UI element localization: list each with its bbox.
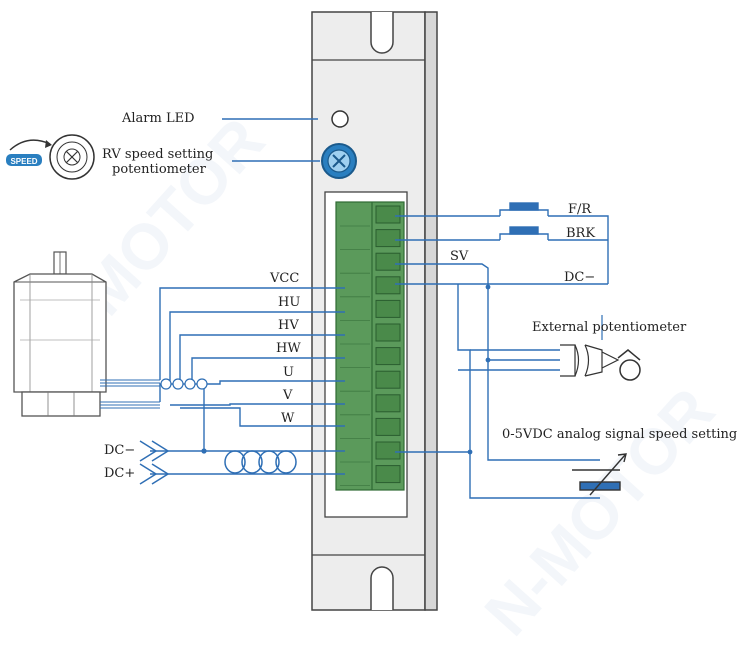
dc-plus-input-label: DC+ — [104, 466, 136, 481]
rv-label-line1: RV speed setting — [102, 147, 214, 162]
rv-potentiometer-knob — [321, 143, 357, 179]
terminal-cell — [375, 347, 401, 366]
hv-label: HV — [278, 318, 299, 333]
dc-input-wiring — [139, 440, 345, 485]
fr-switch — [499, 202, 549, 216]
analog-signal-label: 0-5VDC analog signal speed setting — [502, 427, 738, 442]
motor-wires — [159, 287, 345, 451]
driver-unit — [311, 11, 438, 611]
terminal-cell — [375, 323, 401, 342]
speed-icon-label: SPEED — [10, 157, 37, 166]
alarm-led — [331, 110, 349, 128]
analog-source-symbol — [572, 453, 627, 496]
external-pot-label: External potentiometer — [532, 320, 687, 335]
mounting-slot — [370, 566, 394, 610]
external-pot-cable — [560, 344, 620, 377]
motor — [13, 251, 160, 417]
hu-label: HU — [278, 295, 301, 310]
terminal-cell — [375, 205, 401, 224]
terminal-cell — [375, 299, 401, 318]
rv-label-line2: potentiometer — [112, 162, 206, 177]
terminal-cell — [375, 370, 401, 389]
hw-label: HW — [276, 341, 301, 356]
wire-crossovers — [160, 378, 208, 390]
w-label: W — [281, 411, 295, 426]
terminal-cells — [340, 205, 401, 487]
wiring-diagram: SPEED — [6, 11, 641, 611]
junction-dot — [201, 448, 207, 454]
terminal-cell — [375, 465, 401, 484]
v-label: V — [283, 388, 293, 403]
alarm-led-label: Alarm LED — [122, 111, 195, 126]
terminal-cell — [375, 417, 401, 436]
brk-switch — [499, 226, 549, 240]
sv-label: SV — [450, 249, 469, 264]
mounting-slot — [370, 12, 394, 54]
terminal-cell — [375, 441, 401, 460]
speed-dial-icon — [6, 134, 95, 180]
terminal-cell — [375, 252, 401, 271]
brk-label: BRK — [566, 226, 596, 241]
external-potentiometer — [617, 349, 641, 381]
terminal-cell — [375, 394, 401, 413]
terminal-cell — [375, 276, 401, 295]
dc-minus-output-label: DC− — [564, 270, 596, 285]
junction-dots — [467, 284, 491, 455]
terminal-cell — [375, 229, 401, 248]
u-label: U — [283, 365, 294, 380]
control-wires — [395, 215, 609, 499]
vcc-label: VCC — [270, 271, 300, 286]
dc-minus-input-label: DC− — [104, 443, 136, 458]
fr-label: F/R — [568, 202, 592, 217]
